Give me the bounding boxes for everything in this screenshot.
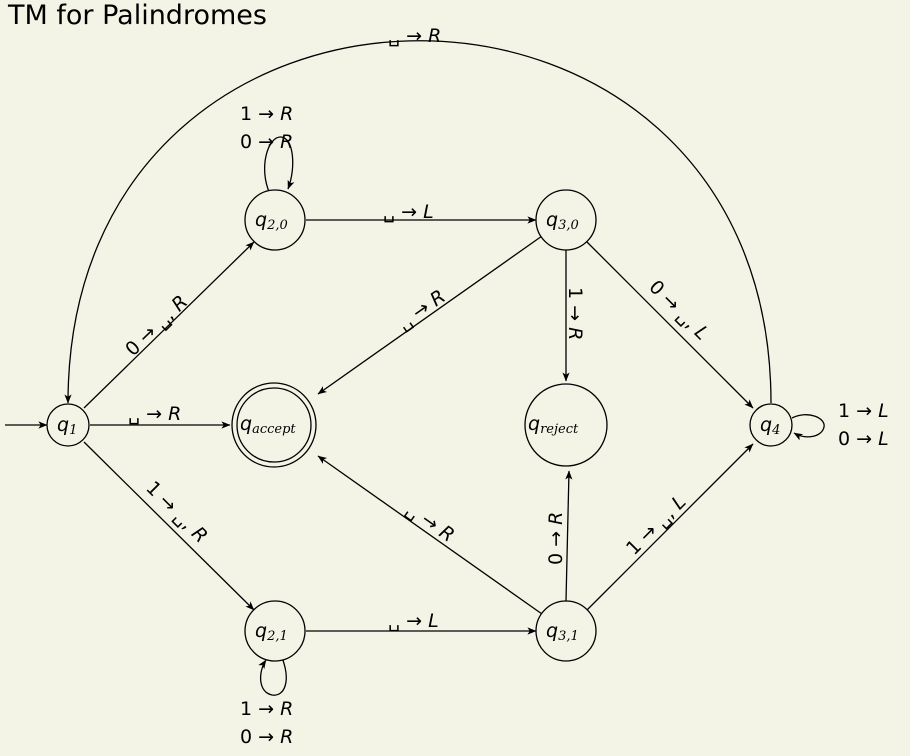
label-q31-to-q4: 1 → ␣, L	[622, 491, 690, 559]
svg-text:q2,1: q2,1	[255, 620, 288, 644]
svg-text:q2,0: q2,0	[255, 209, 288, 233]
state-q1: q1	[46, 403, 90, 447]
edge-q4-self-loop	[791, 414, 825, 441]
state-qreject: qreject	[524, 383, 608, 467]
edge-q30-to-qaccept	[317, 235, 543, 395]
diagram-title: TM for Palindromes	[8, 0, 267, 31]
label-q21-self-1: 1 → R	[240, 698, 293, 720]
edge-q31-to-q4	[586, 443, 754, 611]
label-q20-self-1: 1 → R	[240, 103, 293, 125]
label-q1-to-qaccept: ␣ → R	[128, 403, 181, 425]
state-q30: q3,0	[535, 189, 597, 251]
label-q1-to-q20: 0 → ␣, R	[121, 291, 192, 361]
state-q20: q2,0	[244, 189, 306, 251]
edge-q1-to-q20	[83, 241, 255, 409]
state-q21: q2,1	[244, 600, 306, 662]
svg-text:q3,1: q3,1	[546, 620, 579, 644]
svg-text:q1: q1	[57, 414, 77, 438]
label-q21-self-0: 0 → R	[240, 726, 293, 748]
state-qaccept: qaccept	[231, 382, 317, 468]
label-q4-to-q1: ␣ → R	[388, 25, 441, 47]
label-q1-to-q21: 1 → ␣, R	[141, 477, 211, 547]
edge-q1-to-q21	[83, 441, 255, 611]
state-q4: q4	[749, 403, 793, 447]
label-q20-to-q30: ␣ → L	[383, 201, 434, 223]
label-q30-to-qaccept: ␣ → R	[393, 286, 449, 335]
edge-q21-self-loop	[258, 654, 287, 696]
svg-text:qreject: qreject	[528, 413, 579, 437]
label-q30-to-qreject: 1 → R	[564, 287, 586, 340]
label-q4-self-1: 1 → L	[838, 400, 889, 422]
edge-q31-to-qaccept	[317, 455, 543, 615]
label-q4-self-0: 0 → L	[838, 428, 889, 450]
edge-q20-self-loop	[263, 136, 295, 195]
label-q31-to-qaccept: ␣ → R	[402, 498, 458, 547]
svg-text:qaccept: qaccept	[240, 413, 296, 437]
label-q31-to-qreject: 0 → R	[545, 512, 567, 565]
svg-text:q3,0: q3,0	[546, 209, 579, 233]
edge-q4-to-q1	[64, 40, 772, 404]
svg-text:q4: q4	[760, 414, 780, 438]
state-q31: q3,1	[535, 600, 597, 662]
label-q20-self-0: 0 → R	[240, 131, 293, 153]
edge-q31-to-qreject	[565, 470, 573, 602]
label-q21-to-q31: ␣ → L	[388, 610, 439, 632]
edge-q30-to-q4	[586, 241, 754, 409]
